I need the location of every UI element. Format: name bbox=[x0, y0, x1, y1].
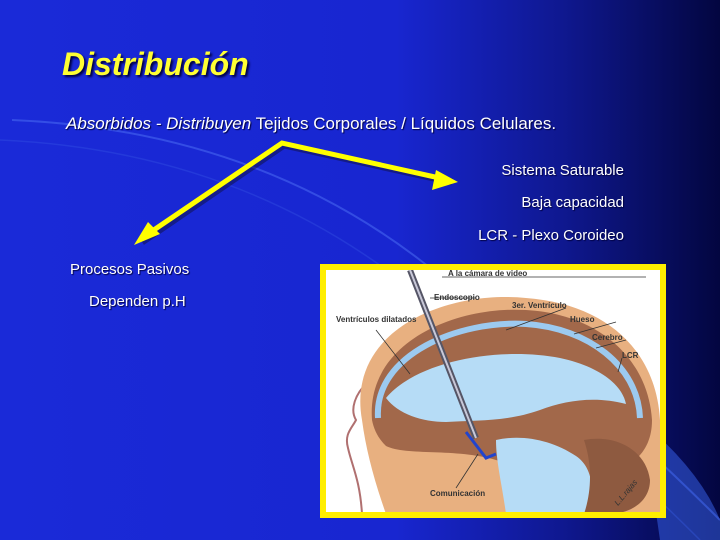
brain-endoscopy-illustration: A la cámara de video Endoscopio 3er. Ven… bbox=[320, 264, 666, 518]
label-endoscope: Endoscopio bbox=[434, 293, 480, 302]
slide-subtitle: Absorbidos - Distribuyen Tejidos Corpora… bbox=[66, 114, 556, 134]
right-item-baja-capacidad: Baja capacidad bbox=[521, 194, 624, 211]
brain-diagram: A la cámara de video Endoscopio 3er. Ven… bbox=[336, 270, 660, 512]
label-ventricles: Ventrículos dilatados bbox=[336, 315, 417, 324]
label-third-ventricle: 3er. Ventrículo bbox=[512, 301, 567, 310]
left-item-procesos-pasivos: Procesos Pasivos bbox=[70, 261, 190, 278]
arrow-right bbox=[140, 140, 458, 245]
right-item-lcr-plexo: LCR - Plexo Coroideo bbox=[478, 227, 624, 244]
label-camera: A la cámara de video bbox=[448, 270, 527, 278]
label-communication: Comunicación bbox=[430, 489, 485, 498]
label-brain: Cerebro bbox=[592, 333, 623, 342]
label-csf: LCR bbox=[622, 351, 639, 360]
subtitle-italic: Absorbidos - Distribuyen bbox=[66, 114, 252, 133]
subtitle-rest: Tejidos Corporales / Líquidos Celulares. bbox=[251, 114, 557, 133]
right-item-sistema-saturable: Sistema Saturable bbox=[501, 162, 624, 179]
slide-title: Distribución bbox=[62, 46, 249, 82]
arrow-left bbox=[134, 222, 160, 245]
label-bone: Hueso bbox=[570, 315, 595, 324]
left-item-dependen-ph: Dependen p.H bbox=[89, 293, 186, 310]
